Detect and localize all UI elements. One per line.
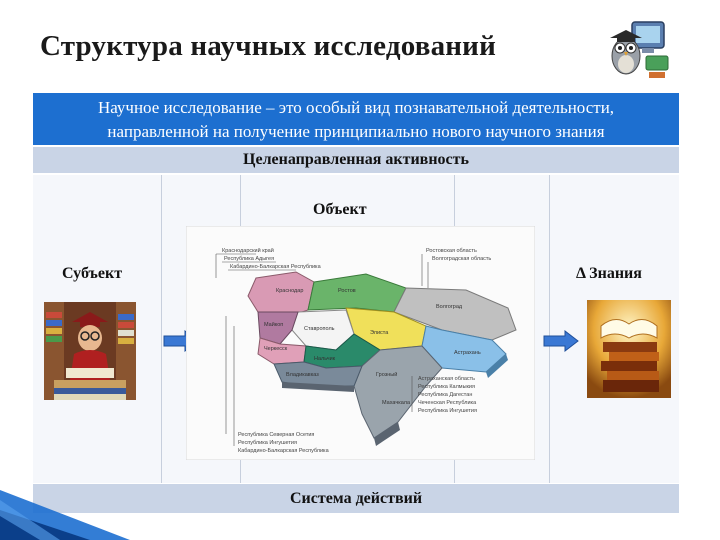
student-with-books-illustration [44,302,136,400]
svg-text:Элиста: Элиста [370,330,389,336]
svg-text:Ставрополь: Ставрополь [304,326,335,332]
actions-band: Система действий [33,484,679,513]
open-books-illustration [587,300,671,398]
region-map-illustration: Краснодар Ростов Волгоград Астрахань Ста… [186,226,535,460]
map-callout: Кабардино-Балкарская Республика [230,264,322,270]
map-callout: Республика Калмыкия [418,384,475,390]
object-label: Объект [313,201,367,218]
svg-text:Краснодар: Краснодар [276,288,303,294]
svg-text:Ростов: Ростов [338,288,356,294]
knowledge-label: Δ Знания [576,265,642,282]
svg-text:Нальчик: Нальчик [314,356,336,362]
map-callout: Республика Северная Осетия [238,432,314,438]
corner-decoration [0,490,130,540]
svg-text:Астрахань: Астрахань [454,350,481,356]
activity-band: Целенаправленная активность [33,147,679,173]
svg-text:Черкесск: Черкесск [264,346,288,352]
grid-divider [161,175,162,483]
map-callout: Ростовская область [426,248,477,254]
map-callout: Республика Ингушетия [238,440,297,446]
map-callout: Республика Дагестан [418,392,472,398]
definition-line-1: Научное исследование – это особый вид по… [97,98,615,117]
subject-label: Субъект [62,265,123,282]
map-callout: Республика Ингушетия [418,408,477,414]
map-callout: Краснодарский край [222,247,274,254]
right-arrow-icon [543,330,579,352]
svg-text:Волгоград: Волгоград [436,304,463,310]
definition-box: Научное исследование – это особый вид по… [33,93,679,145]
map-callout: Кабардино-Балкарская Республика [238,448,330,454]
owl-computer-mascot-icon [610,21,669,78]
definition-line-2: направленной на получение принципиально … [107,122,605,141]
grid-divider [549,175,550,483]
map-callout: Чеченская Республика [418,400,477,406]
slide-title: Структура научных исследований [40,30,496,62]
svg-text:Владикавказ: Владикавказ [286,372,319,378]
map-callout: Астраханская область [418,376,475,382]
svg-text:Грозный: Грозный [376,371,397,378]
map-callout: Республика Адыгея [224,256,274,262]
svg-text:Махачкала: Махачкала [382,400,411,406]
map-callout: Волгоградская область [432,256,491,262]
svg-text:Майкоп: Майкоп [264,321,283,328]
